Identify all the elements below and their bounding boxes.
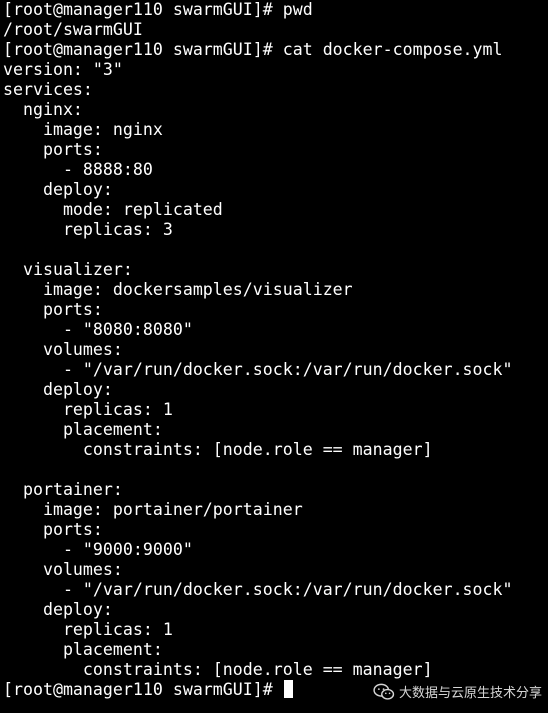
terminal-line: - 8888:80 [3, 160, 153, 179]
terminal-line: [root@manager110 swarmGUI]# pwd [3, 0, 313, 19]
terminal-line: ports: [3, 140, 103, 159]
terminal-line: - "/var/run/docker.sock:/var/run/docker.… [3, 580, 513, 599]
terminal-line: volumes: [3, 340, 123, 359]
terminal-line: placement: [3, 420, 163, 439]
text-cursor [283, 680, 293, 698]
terminal-prompt-line[interactable]: [root@manager110 swarmGUI]# [3, 680, 548, 700]
terminal-line: /root/swarmGUI [3, 20, 143, 39]
terminal-line: [root@manager110 swarmGUI]# cat docker-c… [3, 40, 503, 59]
terminal-line: replicas: 1 [3, 620, 173, 639]
terminal-line: deploy: [3, 600, 113, 619]
terminal-line: ports: [3, 300, 103, 319]
terminal-line: portainer: [3, 480, 123, 499]
watermark: 大数据与云原生技术分享 [373, 682, 542, 701]
terminal-line: volumes: [3, 560, 123, 579]
terminal-line [3, 240, 548, 260]
terminal-line: visualizer: [3, 260, 133, 279]
terminal-line: constraints: [node.role == manager] [3, 660, 433, 679]
terminal-line: replicas: 1 [3, 400, 173, 419]
terminal-line: - "8080:8080" [3, 320, 193, 339]
terminal-line: - "9000:9000" [3, 540, 193, 559]
terminal-line [3, 460, 548, 480]
terminal-line: ports: [3, 520, 103, 539]
terminal-line: version: "3" [3, 60, 123, 79]
terminal-line: replicas: 3 [3, 220, 173, 239]
terminal-line: - "/var/run/docker.sock:/var/run/docker.… [3, 360, 513, 379]
terminal-line: services: [3, 80, 93, 99]
terminal-line: mode: replicated [3, 200, 223, 219]
terminal-line: constraints: [node.role == manager] [3, 440, 433, 459]
terminal-output: [root@manager110 swarmGUI]# pwd/root/swa… [3, 0, 548, 680]
watermark-text: 大数据与云原生技术分享 [398, 686, 542, 701]
wechat-icon [373, 683, 395, 700]
terminal-line: image: nginx [3, 120, 163, 139]
terminal-line: placement: [3, 640, 163, 659]
terminal-line: image: portainer/portainer [3, 500, 303, 519]
terminal-line: deploy: [3, 180, 113, 199]
prompt-text: [root@manager110 swarmGUI]# [3, 680, 283, 699]
terminal-line: deploy: [3, 380, 113, 399]
terminal-line: image: dockersamples/visualizer [3, 280, 353, 299]
terminal-line: nginx: [3, 100, 83, 119]
